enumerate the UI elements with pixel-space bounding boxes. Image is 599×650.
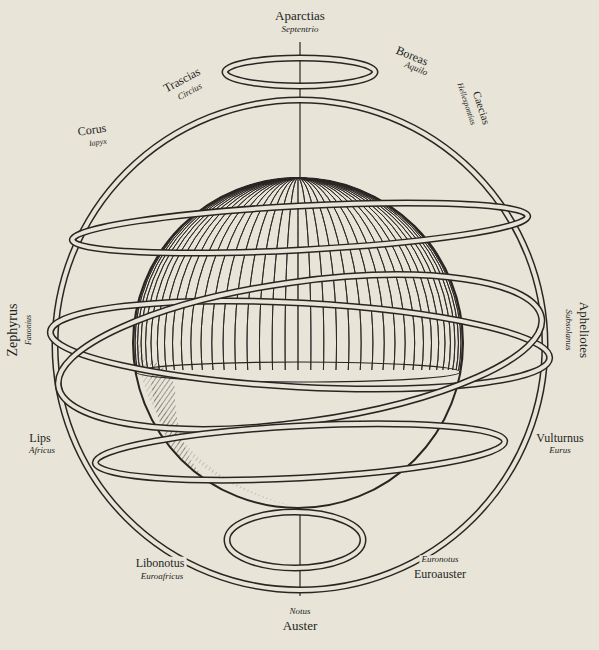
antarctic-circle [227, 512, 363, 568]
wind-name: Auster [281, 619, 320, 633]
wind-name: Euroauster [412, 568, 468, 581]
tropic-ring [94, 415, 506, 488]
antarctic-circle-inner [227, 512, 363, 568]
arctic-circle [225, 58, 375, 86]
arctic-circle-inner [225, 58, 375, 86]
wind-name: Corus [75, 121, 109, 138]
wind-name: Lips [27, 432, 52, 445]
horizon-ring [48, 290, 552, 400]
antarctic-circle-outer [227, 512, 363, 568]
tropic-ring-inner [71, 194, 529, 262]
wind-name: Euroafricus [139, 572, 186, 581]
wind-name: Eurus [547, 446, 573, 455]
wind-name: Iapyx [87, 137, 110, 148]
wind-name: Vulturnus [534, 432, 585, 445]
wind-name: Subsolanus [563, 307, 572, 352]
wind-name: Euronotus [419, 555, 460, 564]
tropic-ring-outer [71, 194, 529, 262]
wind-name: Apheliotes [577, 300, 591, 360]
wind-name: Aparctias [273, 9, 327, 23]
arctic-circle-outer [225, 58, 375, 86]
wind-name: Africus [27, 446, 57, 455]
wind-name: Zephyrus [6, 302, 21, 359]
horizon-ring-inner [48, 290, 552, 400]
wind-name: Libonotus [134, 557, 187, 570]
wind-name: Fauonius [25, 313, 33, 347]
wind-name: Notus [287, 607, 312, 616]
horizon-ring-outer [48, 290, 552, 400]
tropic-ring-inner [94, 415, 506, 488]
tropic-ring [71, 194, 529, 262]
meridian-ring [55, 100, 545, 590]
earth-globe [133, 178, 463, 508]
wind-name: Septentrio [280, 25, 321, 34]
tropic-ring-outer [94, 415, 506, 488]
